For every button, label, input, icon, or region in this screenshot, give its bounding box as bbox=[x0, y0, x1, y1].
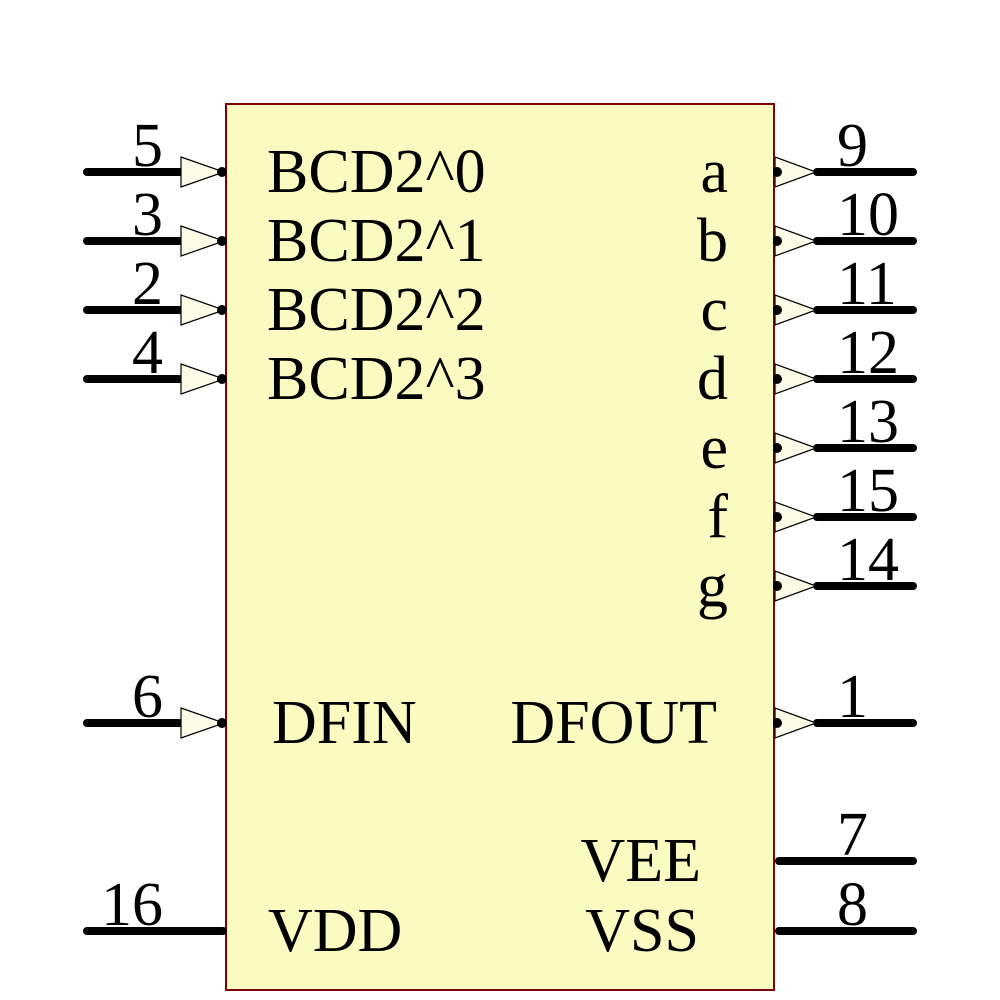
pin-wire bbox=[83, 927, 227, 935]
pin-label: g bbox=[697, 552, 728, 620]
pin-wire bbox=[813, 513, 917, 521]
output-arrow-icon bbox=[773, 156, 818, 188]
pin-label: BCD2^0 bbox=[267, 138, 486, 206]
output-arrow-icon bbox=[773, 501, 818, 533]
pin-label: VDD bbox=[268, 897, 403, 965]
pin-wire bbox=[813, 306, 917, 314]
pin-label: VSS bbox=[585, 897, 699, 965]
pin-wire bbox=[813, 582, 917, 590]
pin-number: 5 bbox=[132, 112, 163, 180]
pin-wire bbox=[83, 237, 187, 245]
pin-wire bbox=[813, 444, 917, 452]
pin-number: 10 bbox=[837, 181, 899, 249]
pin-number: 13 bbox=[837, 388, 899, 456]
pin-number: 4 bbox=[132, 319, 163, 387]
output-arrow-icon bbox=[773, 225, 818, 257]
pin-wire bbox=[83, 375, 187, 383]
pin-label: BCD2^1 bbox=[267, 207, 486, 275]
pin-wire bbox=[813, 237, 917, 245]
input-arrow-icon bbox=[180, 156, 227, 188]
pin-number: 9 bbox=[837, 112, 868, 180]
pin-wire bbox=[813, 719, 917, 727]
pin-number: 14 bbox=[837, 526, 899, 594]
output-arrow-icon bbox=[773, 707, 818, 739]
pin-wire bbox=[813, 168, 917, 176]
input-arrow-icon bbox=[180, 363, 227, 395]
pin-number: 8 bbox=[837, 871, 868, 939]
pin-wire bbox=[83, 719, 187, 727]
pin-number: 1 bbox=[837, 663, 868, 731]
ic-body[interactable] bbox=[225, 103, 775, 991]
pin-label: DFOUT bbox=[510, 689, 717, 757]
input-arrow-icon bbox=[180, 707, 227, 739]
pin-wire bbox=[83, 168, 187, 176]
input-arrow-icon bbox=[180, 294, 227, 326]
pin-label: c bbox=[700, 276, 728, 344]
pin-label: a bbox=[700, 138, 728, 206]
pin-label: BCD2^3 bbox=[267, 345, 486, 413]
output-arrow-icon bbox=[773, 363, 818, 395]
pin-wire bbox=[775, 857, 917, 865]
pin-number: 12 bbox=[837, 319, 899, 387]
output-arrow-icon bbox=[773, 432, 818, 464]
pin-number: 16 bbox=[101, 871, 163, 939]
input-arrow-icon bbox=[180, 225, 227, 257]
output-arrow-icon bbox=[773, 570, 818, 602]
pin-number: 6 bbox=[132, 663, 163, 731]
pin-label: DFIN bbox=[272, 689, 417, 757]
pin-label: e bbox=[700, 414, 728, 482]
pin-number: 11 bbox=[837, 250, 897, 318]
pin-wire bbox=[813, 375, 917, 383]
pin-number: 7 bbox=[837, 801, 868, 869]
pin-label: f bbox=[707, 483, 728, 551]
pin-number: 2 bbox=[132, 250, 163, 318]
pin-label: d bbox=[697, 345, 728, 413]
pin-label: b bbox=[697, 207, 728, 275]
pin-label: VEE bbox=[580, 827, 701, 895]
pin-wire bbox=[775, 927, 917, 935]
pin-wire bbox=[83, 306, 187, 314]
pin-number: 3 bbox=[132, 181, 163, 249]
output-arrow-icon bbox=[773, 294, 818, 326]
pin-label: BCD2^2 bbox=[267, 276, 486, 344]
pin-number: 15 bbox=[837, 457, 899, 525]
